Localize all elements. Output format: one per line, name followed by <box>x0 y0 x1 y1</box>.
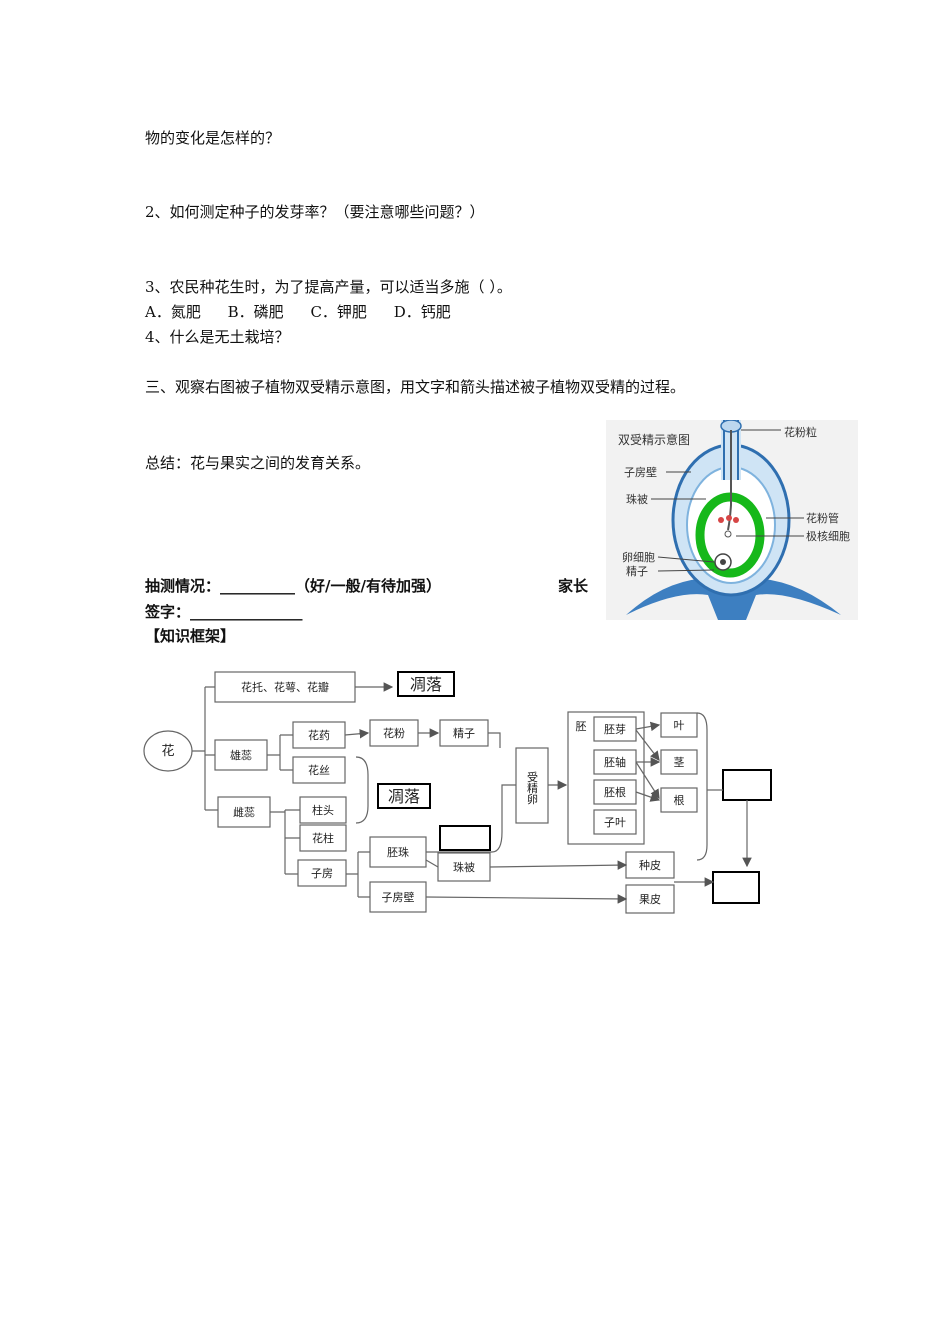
plumule-box <box>593 716 637 742</box>
label-pollen-grain: 花粉粒 <box>784 425 817 439</box>
node-integument: 珠被 <box>453 860 475 874</box>
ovary-wall-box <box>369 881 427 913</box>
answer-box-blank1 <box>439 825 491 851</box>
node-stem: 茎 <box>674 756 685 769</box>
root-box <box>660 787 698 813</box>
text-line-1: 物的变化是怎样的？ <box>145 129 281 147</box>
answer-box-blank2 <box>722 769 772 801</box>
receptacle-box <box>214 671 356 703</box>
summary: 总结：花与果实之间的发育关系。 <box>145 454 371 472</box>
node-pistil: 雌蕊 <box>233 805 255 819</box>
radicle-box <box>593 779 637 805</box>
question-3: 3、农民种花生时，为了提高产量，可以适当多施（ ）。 <box>145 278 512 296</box>
sperm-box <box>439 719 489 747</box>
stamen-box <box>214 739 268 771</box>
pollen-box <box>369 719 419 747</box>
double-fertilization-diagram: 双受精示意图 花粉粒 子房壁 珠被 花粉管 极核细胞 卵细胞 精子 <box>606 420 858 620</box>
node-wither-2: 凋落 <box>388 787 420 806</box>
anther-box <box>292 721 346 749</box>
label-polar-nuclei: 极核细胞 <box>806 529 850 543</box>
node-pericarp: 果皮 <box>639 893 661 906</box>
answer-box-wither1 <box>397 671 455 697</box>
node-embryo: 胚 <box>576 720 587 733</box>
section-3: 三、观察右图被子植物双受精示意图，用文字和箭头描述被子植物双受精的过程。 <box>145 378 686 396</box>
seed-coat-box <box>625 851 675 879</box>
node-filament: 花丝 <box>308 764 330 777</box>
node-leaf: 叶 <box>674 719 685 732</box>
node-sperm: 精子 <box>453 727 475 740</box>
hypocotyl-box <box>593 749 637 775</box>
label-pollen-tube: 花粉管 <box>806 511 839 525</box>
node-seed-coat: 种皮 <box>639 858 661 872</box>
question-2: 2、如何测定种子的发芽率？（要注意哪些问题？） <box>145 203 485 221</box>
node-stamen: 雄蕊 <box>230 748 252 762</box>
cotyledon-box <box>593 809 637 835</box>
node-plumule: 胚芽 <box>604 722 626 736</box>
knowledge-framework-diagram: 花 花托、花萼、花瓣 凋落 雄蕊 雌蕊 花药 花丝 花粉 精子 凋落 柱头 花柱… <box>143 671 772 914</box>
node-ovary-wall: 子房壁 <box>382 890 415 904</box>
option-c: C．钾肥 <box>310 303 367 321</box>
node-radicle: 胚根 <box>604 785 626 799</box>
option-b: B．磷肥 <box>227 303 284 321</box>
node-hypocotyl: 胚轴 <box>604 755 626 769</box>
check-status: 抽测情况：__________（好/一般/有待加强） <box>145 577 441 595</box>
signature-line: 签字：_______________ <box>145 603 303 621</box>
node-ovule: 胚珠 <box>387 845 409 859</box>
node-style: 花柱 <box>312 831 334 845</box>
node-stigma: 柱头 <box>312 803 334 817</box>
label-ovary-wall: 子房壁 <box>624 465 657 479</box>
framework-title: 【知识框架】 <box>145 627 236 645</box>
node-anther: 花药 <box>308 729 330 742</box>
option-a: A．氮肥 <box>145 303 201 321</box>
question-3-options: A．氮肥 B．磷肥 C．钾肥 D．钙肥 <box>145 302 473 322</box>
node-cotyledon: 子叶 <box>604 816 626 829</box>
pericarp-box <box>625 884 675 914</box>
node-fertilized-egg: 受精卵 <box>526 771 539 805</box>
stigma-box <box>299 796 347 824</box>
parent-label: 家长 <box>558 577 589 595</box>
node-wither-1: 凋落 <box>410 675 442 694</box>
stem-box <box>660 749 698 775</box>
node-pollen: 花粉 <box>383 727 405 740</box>
figure-title: 双受精示意图 <box>618 432 690 447</box>
label-integument: 珠被 <box>626 492 648 506</box>
node-flower: 花 <box>161 743 174 759</box>
node-receptacle-group: 花托、花萼、花瓣 <box>241 680 329 694</box>
label-egg-cell: 卵细胞 <box>622 551 655 564</box>
answer-box-blank3 <box>712 871 760 904</box>
answer-box-wither2 <box>377 783 431 809</box>
question-4: 4、什么是无土栽培？ <box>145 328 290 346</box>
leaf-box <box>660 712 698 738</box>
filament-box <box>292 756 346 784</box>
option-d: D．钙肥 <box>393 303 451 321</box>
ovary-box <box>297 859 347 887</box>
node-root: 根 <box>674 793 685 807</box>
label-sperm: 精子 <box>626 565 648 578</box>
node-ovary: 子房 <box>311 867 333 880</box>
style-box <box>299 824 347 852</box>
